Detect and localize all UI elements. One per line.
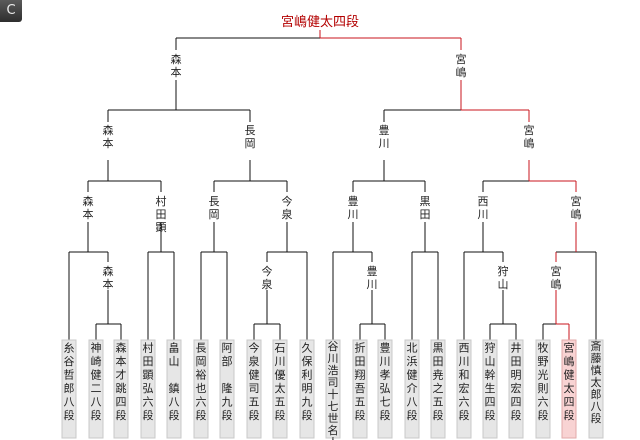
- round1-winner: 今泉: [262, 264, 273, 291]
- player-box: [113, 339, 129, 439]
- champion-label: 宮嶋健太四段: [281, 14, 359, 30]
- player-name: 阿部 隆九段: [222, 342, 233, 423]
- player-box: [404, 339, 420, 439]
- player-name: 畠山 鎮八段: [169, 341, 180, 423]
- semifinal-winner: 森本: [171, 52, 182, 79]
- player-name: 村田顕弘六段: [143, 341, 154, 423]
- bracket-labels: 糸谷哲郎八段 神崎健二八段 森本才跳四段 村田顕弘六段 畠山 鎮八段 長岡裕也六段 阿部 隆…: [61, 52, 604, 440]
- player-box: [299, 339, 315, 439]
- round2-winner: 黒田: [420, 195, 431, 221]
- player-name: 西川和宏六段: [459, 342, 470, 423]
- player-name: 今泉健司五段: [249, 341, 260, 423]
- bracket-lines: [68, 30, 597, 340]
- player-box: [88, 339, 104, 439]
- player-name: 久保利明九段: [302, 342, 313, 423]
- menu-button[interactable]: C: [0, 0, 22, 22]
- player-name: 井田明宏四段: [511, 341, 522, 423]
- player-box: [272, 339, 288, 439]
- player-box: [482, 339, 498, 439]
- round1-winner: 狩山: [498, 264, 509, 291]
- round2-winner: 豊川: [348, 195, 359, 221]
- player-box: [377, 339, 393, 439]
- player-name: 神崎健二八段: [91, 341, 102, 423]
- player-name: 折田翔吾五段: [355, 341, 366, 423]
- player-box: [561, 339, 577, 439]
- player-name: 豊川孝弘七段: [380, 342, 391, 423]
- round1-winner: 豊川: [367, 265, 378, 291]
- round1-winner: 森本: [103, 264, 114, 291]
- round3-winner: 宮嶋: [524, 123, 535, 150]
- round2-winner: 長岡: [209, 195, 220, 221]
- round2-winner: 西川: [478, 195, 489, 221]
- round2-winner: 村田顕: [156, 194, 167, 234]
- round2-winner: 森本: [83, 194, 94, 221]
- player-box: [456, 339, 472, 439]
- round1-winner: 宮嶋: [551, 264, 562, 291]
- player-name: 宮嶋健太四段: [564, 341, 575, 423]
- round3-winner: 長岡: [245, 124, 256, 150]
- round3-winner: 豊川: [379, 124, 390, 150]
- player-box: [430, 339, 446, 439]
- player-box: [166, 339, 182, 439]
- round2-winner: 宮嶋: [571, 194, 582, 221]
- player-box: [508, 339, 524, 439]
- player-name: 黒田尭之五段: [433, 342, 444, 423]
- player-name: 北浜健介八段: [407, 342, 418, 423]
- player-box: [246, 339, 262, 439]
- player-name: 森本才跳四段: [116, 341, 127, 423]
- player-box: [193, 339, 209, 439]
- player-box: [219, 339, 235, 439]
- player-box: [588, 339, 604, 439]
- player-name: 石川優太五段: [275, 342, 286, 423]
- player-name: 狩山幹生四段: [485, 341, 496, 423]
- player-box: [535, 339, 551, 439]
- player-box: [140, 339, 156, 439]
- round3-winner: 森本: [103, 123, 114, 150]
- player-name: 長岡裕也六段: [196, 342, 207, 423]
- player-name: 谷川浩司十七世名人: [328, 340, 339, 440]
- player-name: 斎藤慎太郎八段: [591, 339, 602, 425]
- player-name: 牧野光則六段: [538, 341, 549, 423]
- semifinal-winner: 宮嶋: [456, 52, 467, 79]
- player-box: [352, 339, 368, 439]
- player-box: [325, 339, 341, 439]
- player-name: 糸谷哲郎八段: [64, 342, 75, 423]
- round2-winner: 今泉: [282, 194, 293, 221]
- player-box: [61, 339, 77, 439]
